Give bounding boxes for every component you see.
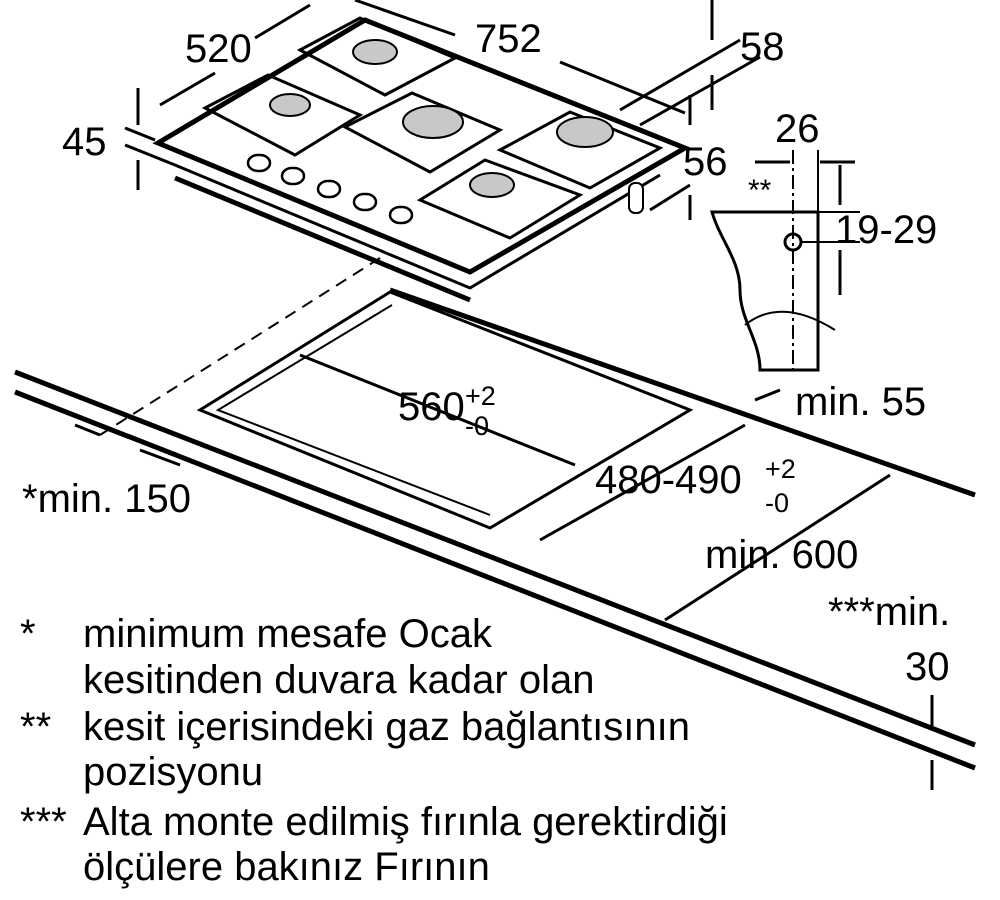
- dim-cutout-width-tol-plus: +2: [465, 381, 496, 411]
- note-1-line-1: minimum mesafe Ocak: [83, 612, 492, 656]
- dim-cutout-width-label: 560: [398, 385, 465, 429]
- dim-depth-label: 520: [185, 27, 252, 71]
- dim-gas-height-label: 56: [683, 140, 728, 184]
- gas-connector: [628, 182, 644, 214]
- note-2-mark: **: [20, 705, 52, 749]
- dim-gas-depth-label: 19-29: [835, 208, 937, 252]
- alignment-dashed-line: [99, 257, 381, 436]
- note-3-line-1: Alta monte edilmiş fırınla gerektirdiği: [83, 800, 728, 844]
- burners: [269, 39, 614, 198]
- note-1-line-2: kesitinden duvara kadar olan: [83, 658, 595, 702]
- note-2-line-2: pozisyonu: [83, 750, 264, 794]
- note-3-mark: ***: [20, 800, 67, 844]
- gas-hob: [152, 16, 691, 303]
- dim-cutout-depth-tol-minus: -0: [765, 488, 789, 518]
- control-knobs: [246, 153, 414, 225]
- dimension-lines: [74, 0, 934, 790]
- dim-top-offset-label: 58: [740, 25, 785, 69]
- note-3-line-2: ölçülere bakınız Fırının: [83, 845, 490, 889]
- countertop: [14, 287, 976, 771]
- dim-min-oven-label-2: 30: [905, 645, 950, 689]
- dim-width-label: 752: [475, 17, 542, 61]
- dim-height-label: 45: [62, 120, 107, 164]
- dim-min-back-label: min. 55: [795, 380, 926, 424]
- dim-cutout-width-tol-minus: -0: [465, 411, 489, 441]
- dim-cutout-depth-label: 480-490: [595, 458, 742, 502]
- dim-min-oven-label-1: ***min.: [828, 590, 950, 634]
- burner-grates: [201, 16, 664, 240]
- dim-cutout-depth-tol-plus: +2: [765, 454, 796, 484]
- gas-marker-label: **: [748, 174, 772, 207]
- dim-min-wall-label: *min. 150: [22, 477, 191, 521]
- dim-min-counter-label: min. 600: [705, 533, 858, 577]
- gas-connection-detail: [710, 150, 860, 372]
- note-1-mark: *: [20, 612, 36, 656]
- dim-gas-offset-label: 26: [775, 107, 820, 151]
- note-2-line-1: kesit içerisindeki gaz bağlantısının: [83, 705, 690, 749]
